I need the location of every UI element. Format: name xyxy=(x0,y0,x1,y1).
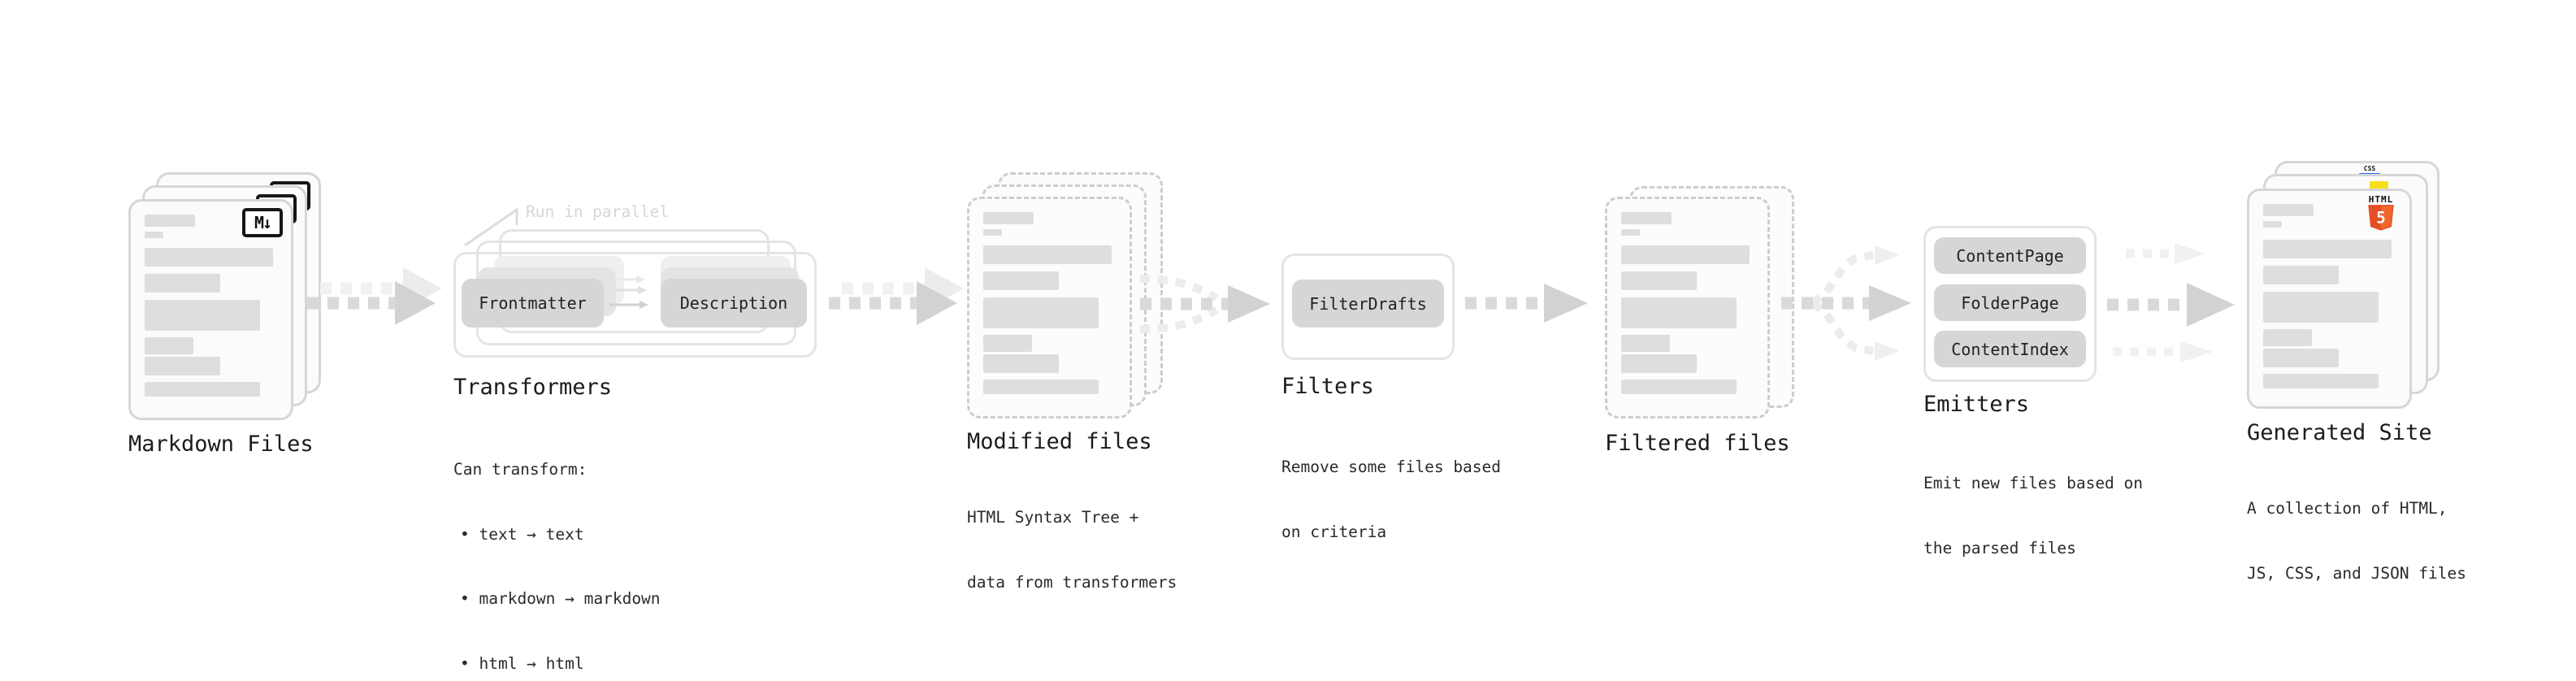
placeholder-line xyxy=(2263,221,2282,228)
placeholder-line xyxy=(145,337,194,354)
placeholder-line xyxy=(1621,245,1750,264)
placeholder-line xyxy=(1621,335,1671,352)
filters-frame xyxy=(1281,254,1455,360)
document-placeholder-lines xyxy=(2263,240,2396,388)
desc-line: on criteria xyxy=(1281,522,1387,541)
placeholder-line xyxy=(2263,292,2379,323)
placeholder-line xyxy=(983,380,1099,394)
stage-label-generated-site: Generated Site xyxy=(2247,420,2432,445)
stage-desc-modified: HTML Syntax Tree + data from transformer… xyxy=(967,464,1177,636)
callout-line xyxy=(464,207,518,247)
stage-desc-generated: A collection of HTML, JS, CSS, and JSON … xyxy=(2247,455,2466,627)
desc-line: • html → html xyxy=(460,653,584,673)
placeholder-line xyxy=(1621,380,1737,394)
markdown-icon: M↓ xyxy=(242,208,283,237)
filter-node-filterdrafts: FilterDrafts xyxy=(1292,280,1444,327)
placeholder-line xyxy=(2263,374,2379,388)
document-placeholder-lines xyxy=(2263,204,2396,237)
placeholder-line xyxy=(145,248,274,267)
placeholder-line xyxy=(145,382,260,397)
desc-line: • text → text xyxy=(460,524,584,544)
stage-label-filters: Filters xyxy=(1281,374,1374,399)
desc-line: Remove some files based xyxy=(1281,458,1502,476)
flow-arrow-modified-to-filters xyxy=(1139,275,1270,333)
emitters-frame xyxy=(1923,226,2097,382)
document-placeholder-lines xyxy=(983,212,1116,394)
html5-icon-label: HTML xyxy=(2368,194,2394,205)
generated-document-html: HTML 5 xyxy=(2247,189,2412,409)
parallel-arrows-icon xyxy=(609,275,648,309)
stage-label-filtered-files: Filtered files xyxy=(1605,431,1790,456)
desc-line: data from transformers xyxy=(967,572,1177,592)
placeholder-line xyxy=(145,300,260,331)
markdown-document-front: M↓ xyxy=(128,199,293,420)
stage-desc-emitters: Emit new files based on the parsed files xyxy=(1923,430,2143,602)
stage-desc-filters: Remove some files based on criteria xyxy=(1281,414,1501,586)
run-in-parallel-annotation: Run in parallel xyxy=(526,202,670,221)
desc-line: Emit new files based on xyxy=(1923,474,2144,492)
transformer-node-description: Description xyxy=(661,279,807,327)
stage-label-transformers: Transformers xyxy=(453,375,613,400)
stage-label-emitters: Emitters xyxy=(1923,392,2030,417)
placeholder-line xyxy=(1621,297,1737,328)
placeholder-line xyxy=(2263,329,2313,346)
document-placeholder-lines xyxy=(1621,212,1754,394)
placeholder-line xyxy=(2263,204,2314,216)
placeholder-line xyxy=(983,229,1002,236)
document-placeholder-lines xyxy=(145,215,277,397)
flow-arrow-filters-to-filtered xyxy=(1465,284,1588,323)
placeholder-line xyxy=(145,357,220,375)
svg-text:5: 5 xyxy=(2376,209,2386,228)
placeholder-line xyxy=(1621,212,1672,224)
flow-arrow-emitters-to-generated xyxy=(2107,243,2235,362)
modified-document-front xyxy=(967,197,1132,419)
placeholder-line xyxy=(145,274,220,293)
placeholder-line xyxy=(983,335,1033,352)
placeholder-line xyxy=(1621,271,1697,290)
stage-desc-transformers: Can transform: • text → text • markdown … xyxy=(453,416,661,681)
emitter-node-folderpage: FolderPage xyxy=(1934,284,2086,321)
filtered-document-front xyxy=(1605,197,1770,419)
flow-arrow-transformers-to-modified xyxy=(829,267,964,325)
flow-arrow-filtered-to-emitters xyxy=(1781,245,1911,361)
placeholder-line xyxy=(145,215,195,227)
flow-arrow-markdown-to-transformers xyxy=(307,267,442,325)
desc-line: • markdown → markdown xyxy=(460,589,661,608)
transformer-node-frontmatter: Frontmatter xyxy=(462,279,604,327)
placeholder-line xyxy=(983,271,1059,290)
desc-line: HTML Syntax Tree + xyxy=(967,508,1139,527)
placeholder-line xyxy=(1621,229,1640,236)
placeholder-line xyxy=(2263,240,2392,258)
placeholder-line xyxy=(2263,349,2339,367)
js-icon xyxy=(2370,181,2388,190)
placeholder-line xyxy=(983,245,1112,264)
emitter-node-contentpage: ContentPage xyxy=(1934,237,2086,274)
desc-line: JS, CSS, and JSON files xyxy=(2247,563,2467,583)
emitter-node-contentindex: ContentIndex xyxy=(1934,331,2086,367)
html5-icon: HTML 5 xyxy=(2363,195,2399,236)
desc-line: A collection of HTML, xyxy=(2247,499,2448,518)
stage-label-markdown-files: Markdown Files xyxy=(128,432,314,457)
placeholder-line xyxy=(983,354,1059,373)
placeholder-line xyxy=(1621,354,1697,373)
placeholder-line xyxy=(145,232,163,238)
transformers-frame-front xyxy=(453,252,817,358)
placeholder-line xyxy=(983,297,1099,328)
stage-label-modified-files: Modified files xyxy=(967,429,1152,454)
placeholder-line xyxy=(983,212,1034,224)
desc-line: the parsed files xyxy=(1923,538,2076,557)
html5-shield: 5 xyxy=(2368,205,2394,231)
css-icon-label: CSS xyxy=(2363,165,2376,172)
placeholder-line xyxy=(2263,266,2339,284)
desc-line: Can transform: xyxy=(453,460,588,479)
